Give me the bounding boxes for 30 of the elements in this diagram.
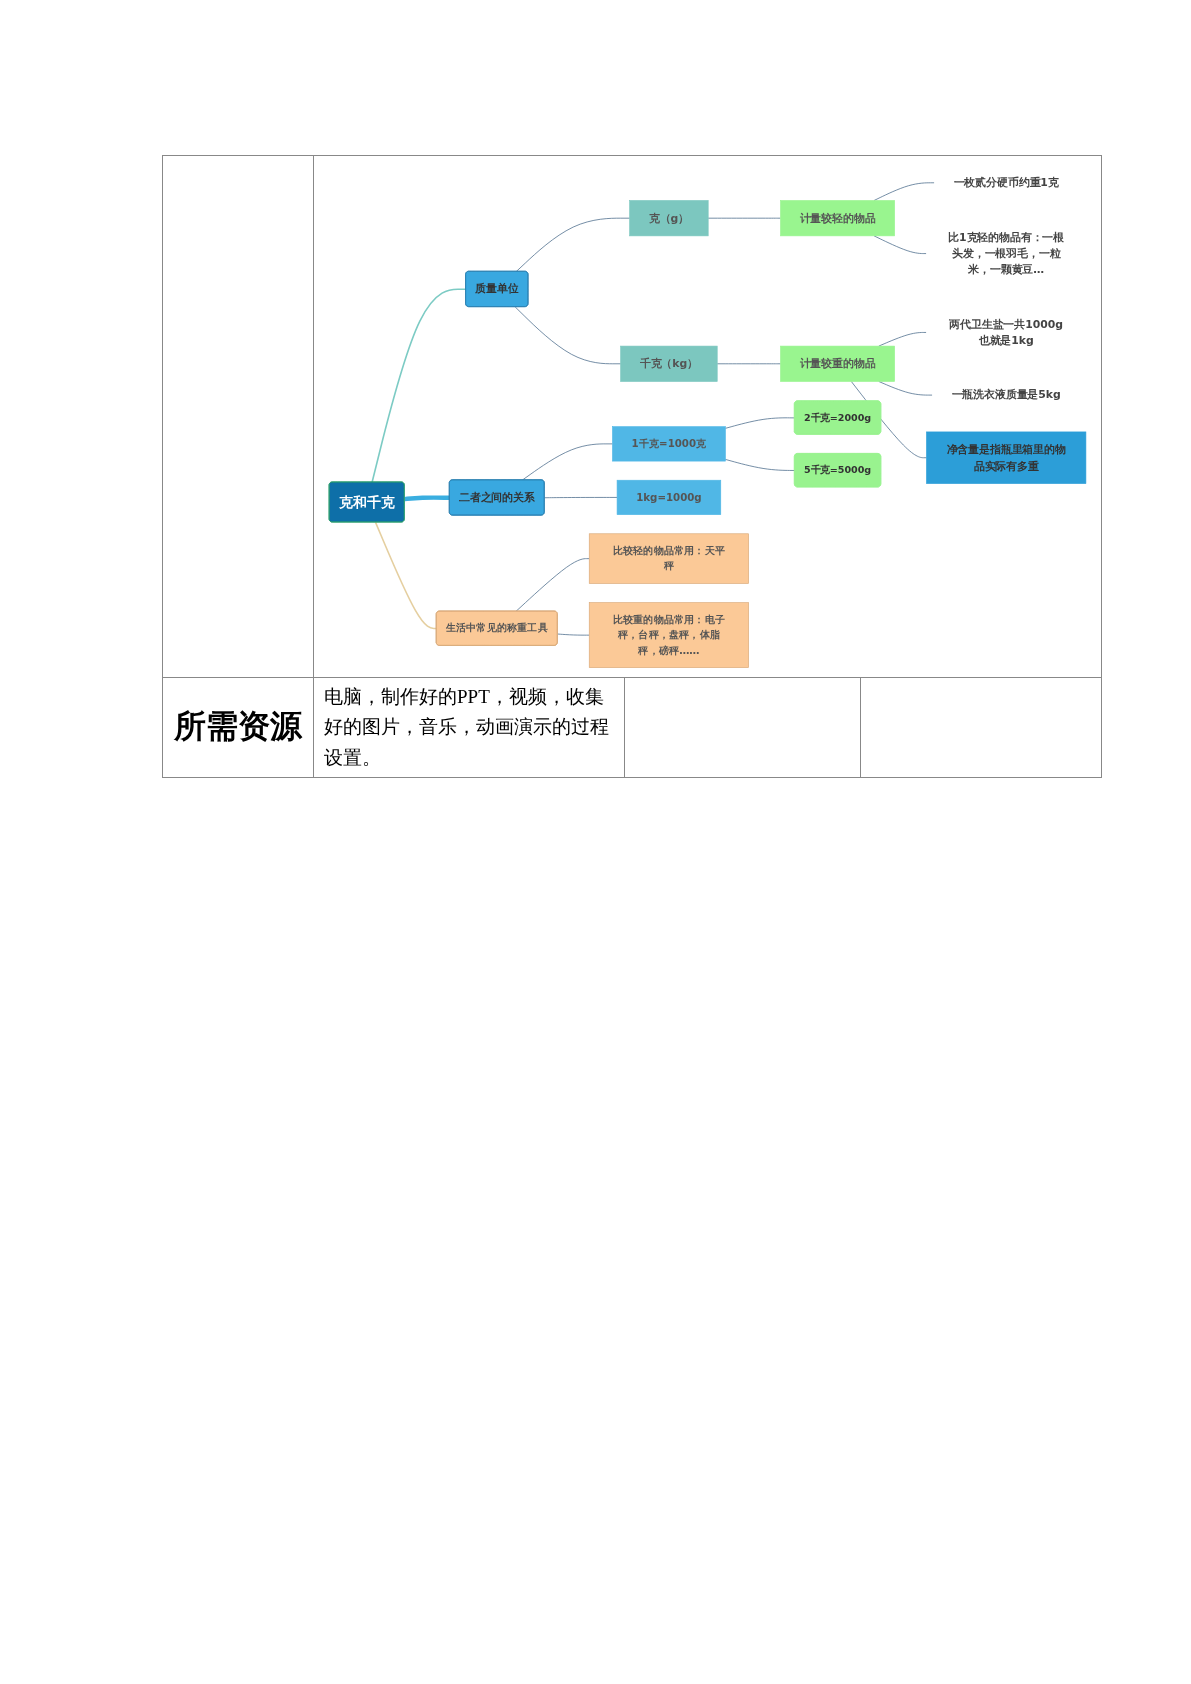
connector [544, 497, 618, 499]
connector [725, 459, 796, 471]
node-box: 1kg=1000g [616, 479, 722, 515]
connector [873, 182, 935, 201]
connector [557, 633, 590, 636]
connector [878, 332, 927, 347]
node-box: 净含量是指瓶里箱里的物品实际有多重 [926, 431, 1087, 484]
node-box: 计量较轻的物品 [780, 200, 895, 237]
node-box: 计量较重的物品 [780, 345, 895, 382]
connector [716, 363, 781, 365]
node-box: 比较轻的物品常用：天平秤 [588, 533, 749, 584]
row-header: 所需资源 [174, 708, 302, 745]
node-text: 一瓶洗衣液质量是5kg [951, 388, 1061, 401]
connector [707, 217, 781, 219]
node-box: 克（g） [629, 200, 709, 237]
resource-text: 电脑，制作好的PPT，视频，收集好的图片，音乐，动画演示的过程设置。 [324, 685, 609, 768]
connector [404, 495, 450, 502]
connector [514, 306, 622, 365]
connector [725, 417, 796, 429]
connector [371, 288, 467, 483]
connector [878, 381, 933, 396]
node-text: 一枚贰分硬币约重1克 [953, 175, 1059, 189]
connector [515, 558, 590, 612]
node-box: 比较重的物品常用：电子秤，台秤，盘秤，体脂秤，磅秤…… [588, 602, 749, 668]
node-box: 千克（kg） [620, 345, 718, 382]
connector [374, 521, 438, 630]
connector [522, 443, 613, 481]
connector [873, 235, 927, 254]
connector [515, 217, 631, 272]
node-box: 1千克=1000克 [612, 426, 726, 462]
